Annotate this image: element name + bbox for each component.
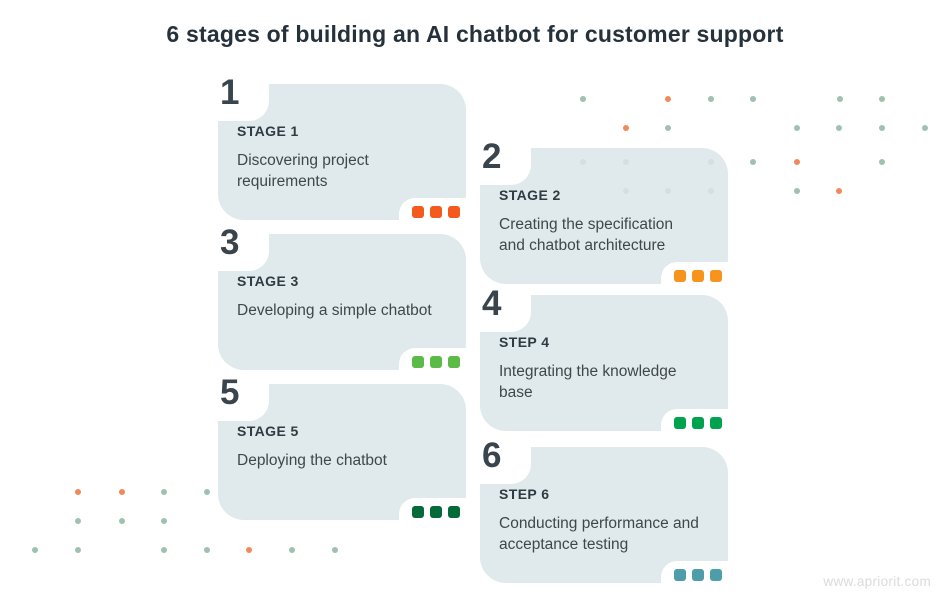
- accent-square-icon: [674, 417, 686, 429]
- decorative-dot-icon: [161, 489, 167, 495]
- decorative-dot-icon: [794, 125, 800, 131]
- stage-card-content: STAGE 3 Developing a simple chatbot: [218, 234, 466, 321]
- accent-square-icon: [710, 417, 722, 429]
- accent-square-icon: [692, 569, 704, 581]
- decorative-dot-icon: [246, 547, 252, 553]
- stage-card-3: 3 STAGE 3 Developing a simple chatbot: [211, 223, 473, 376]
- page-title: 6 stages of building an AI chatbot for c…: [166, 21, 784, 47]
- stage-description: Deploying the chatbot: [237, 452, 387, 469]
- stage-label: STAGE 3: [237, 273, 299, 289]
- stage-card-content: STAGE 5 Deploying the chatbot: [218, 384, 466, 471]
- decorative-dot-icon: [879, 125, 885, 131]
- decorative-dot-icon: [32, 547, 38, 553]
- decorative-dot-icon: [119, 518, 125, 524]
- stage-accent-dots: [399, 348, 473, 376]
- stage-description: Conducting performance and acceptance te…: [499, 515, 699, 554]
- decorative-dot-icon: [289, 547, 295, 553]
- decorative-dot-icon: [836, 125, 842, 131]
- accent-square-icon: [448, 506, 460, 518]
- decorative-dot-icon: [665, 125, 671, 131]
- stage-description: Integrating the knowledge base: [499, 363, 677, 402]
- stage-label: STEP 6: [499, 486, 550, 502]
- site-watermark: www.apriorit.com: [823, 574, 931, 589]
- decorative-dot-icon: [204, 489, 210, 495]
- stage-description: Developing a simple chatbot: [237, 302, 432, 319]
- decorative-dot-icon: [879, 96, 885, 102]
- decorative-dot-icon: [75, 489, 81, 495]
- decorative-dot-icon: [836, 188, 842, 194]
- stage-label: STAGE 5: [237, 423, 299, 439]
- decorative-dot-icon: [837, 96, 843, 102]
- stage-card-5: 5 STAGE 5 Deploying the chatbot: [211, 373, 473, 526]
- accent-square-icon: [412, 356, 424, 368]
- stage-card-content: STEP 4 Integrating the knowledge base: [480, 295, 728, 403]
- accent-square-icon: [430, 506, 442, 518]
- decorative-dot-icon: [75, 547, 81, 553]
- stage-card-content: STAGE 1 Discovering project requirements: [218, 84, 466, 192]
- stage-card-2: 2 STAGE 2 Creating the specification and…: [473, 137, 735, 290]
- accent-square-icon: [448, 356, 460, 368]
- accent-square-icon: [710, 270, 722, 282]
- stage-number: 4: [482, 284, 502, 323]
- stage-accent-dots: [661, 561, 735, 589]
- stage-number-tab: 2: [473, 137, 531, 185]
- accent-square-icon: [412, 506, 424, 518]
- decorative-dot-icon: [332, 547, 338, 553]
- stage-card-6: 6 STEP 6 Conducting performance and acce…: [473, 436, 735, 589]
- stage-number: 3: [220, 223, 240, 262]
- stage-number-tab: 1: [211, 73, 269, 121]
- accent-square-icon: [692, 417, 704, 429]
- stage-accent-dots: [399, 198, 473, 226]
- accent-square-icon: [674, 270, 686, 282]
- decorative-dot-icon: [879, 159, 885, 165]
- decorative-dot-icon: [580, 96, 586, 102]
- decorative-dot-icon: [750, 159, 756, 165]
- stage-description: Creating the specification and chatbot a…: [499, 216, 674, 255]
- accent-square-icon: [448, 206, 460, 218]
- stage-description: Discovering project requirements: [237, 152, 369, 191]
- stage-label: STAGE 2: [499, 187, 561, 203]
- decorative-dot-icon: [665, 96, 671, 102]
- decorative-dot-icon: [119, 489, 125, 495]
- accent-square-icon: [674, 569, 686, 581]
- stage-card-content: STAGE 2 Creating the specification and c…: [480, 148, 728, 256]
- stage-label: STAGE 1: [237, 123, 299, 139]
- decorative-dot-icon: [161, 518, 167, 524]
- stage-number-tab: 4: [473, 284, 531, 332]
- stage-number-tab: 6: [473, 436, 531, 484]
- decorative-dot-icon: [794, 159, 800, 165]
- stage-number: 1: [220, 73, 240, 112]
- stage-card-4: 4 STEP 4 Integrating the knowledge base: [473, 284, 735, 437]
- accent-square-icon: [710, 569, 722, 581]
- decorative-dot-icon: [204, 547, 210, 553]
- stage-card-content: STEP 6 Conducting performance and accept…: [480, 447, 728, 555]
- accent-square-icon: [430, 356, 442, 368]
- decorative-dot-icon: [794, 188, 800, 194]
- decorative-dot-icon: [161, 547, 167, 553]
- stage-number: 5: [220, 373, 240, 412]
- decorative-dot-icon: [623, 125, 629, 131]
- decorative-dot-icon: [708, 96, 714, 102]
- stage-number: 6: [482, 436, 502, 475]
- stage-accent-dots: [661, 262, 735, 290]
- stage-number-tab: 3: [211, 223, 269, 271]
- accent-square-icon: [412, 206, 424, 218]
- decorative-dot-icon: [75, 518, 81, 524]
- accent-square-icon: [692, 270, 704, 282]
- decorative-dot-icon: [750, 96, 756, 102]
- stage-accent-dots: [399, 498, 473, 526]
- stage-number: 2: [482, 137, 502, 176]
- stage-accent-dots: [661, 409, 735, 437]
- accent-square-icon: [430, 206, 442, 218]
- stage-card-1: 1 STAGE 1 Discovering project requiremen…: [211, 73, 473, 226]
- decorative-dot-icon: [922, 125, 928, 131]
- stage-label: STEP 4: [499, 334, 550, 350]
- stage-number-tab: 5: [211, 373, 269, 421]
